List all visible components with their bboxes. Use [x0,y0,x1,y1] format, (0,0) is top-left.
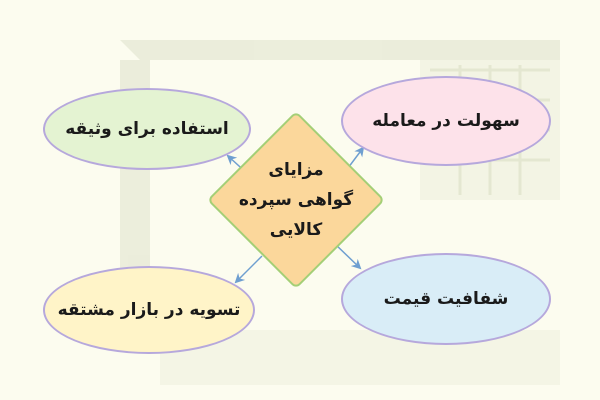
benefit-collateral-node: استفاده برای وثیقه [43,88,251,170]
benefit-price-transparency-label: شفافیت قیمت [383,289,509,309]
benefit-price-transparency-node: شفافیت قیمت [341,253,551,345]
benefit-ease-of-trading-node: سهولت در معامله [341,76,551,166]
benefit-derivatives-settlement-label: تسویه در بازار مشتقه [57,300,241,320]
center-title-line-2: گواهی سپرده [238,190,354,210]
center-title-line-1: مزایای [268,160,324,180]
center-title-line-3: کالایی [269,220,323,240]
benefit-ease-of-trading-label: سهولت در معامله [372,111,520,131]
center-title: مزایای گواهی سپرده کالایی [216,145,376,255]
arrow-bottom-right [333,242,362,270]
benefit-derivatives-settlement-node: تسویه در بازار مشتقه [43,266,255,354]
arrow-bottom-left [234,255,263,284]
benefit-collateral-label: استفاده برای وثیقه [65,119,229,139]
